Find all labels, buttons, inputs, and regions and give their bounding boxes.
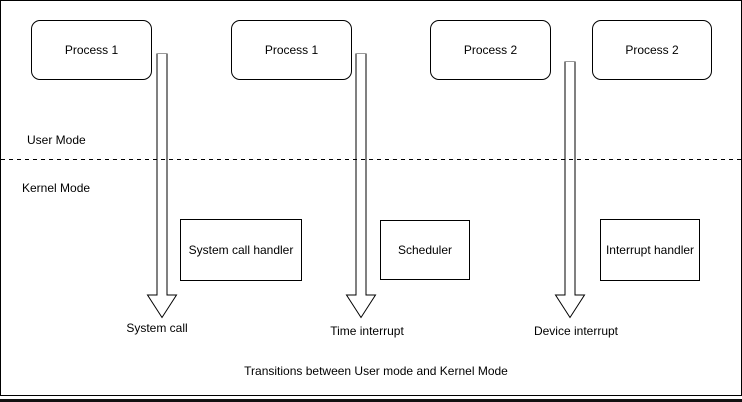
process-box-label: Process 2 — [463, 43, 518, 57]
device-interrupt-label: Device interrupt — [533, 324, 619, 338]
time-interrupt-label: Time interrupt — [330, 324, 404, 338]
process-2-box-2: Process 2 — [592, 20, 712, 80]
window-bottom-edge — [0, 399, 742, 402]
kernel-mode-label: Kernel Mode — [22, 181, 91, 195]
interrupt-handler-box: Interrupt handler — [600, 219, 700, 281]
kernel-box-label: System call handler — [188, 243, 294, 257]
mode-divider-dashed-line — [1, 159, 741, 160]
time-interrupt-down-arrow-icon — [345, 53, 377, 319]
diagram-caption: Transitions between User mode and Kernel… — [244, 364, 508, 378]
process-box-label: Process 2 — [625, 43, 679, 57]
system-call-handler-box: System call handler — [180, 219, 302, 281]
scheduler-box: Scheduler — [380, 220, 470, 280]
user-mode-label: User Mode — [27, 133, 86, 147]
kernel-box-label: Scheduler — [397, 243, 453, 257]
device-interrupt-down-arrow-icon — [554, 61, 586, 319]
system-call-down-arrow-icon — [146, 53, 178, 319]
process-1-box-2: Process 1 — [231, 20, 352, 80]
system-call-label: System call — [126, 321, 188, 335]
process-1-box-1: Process 1 — [31, 20, 152, 80]
kernel-box-label: Interrupt handler — [605, 243, 695, 257]
process-2-box-1: Process 2 — [430, 20, 551, 80]
process-box-label: Process 1 — [264, 43, 319, 57]
process-box-label: Process 1 — [64, 43, 119, 57]
